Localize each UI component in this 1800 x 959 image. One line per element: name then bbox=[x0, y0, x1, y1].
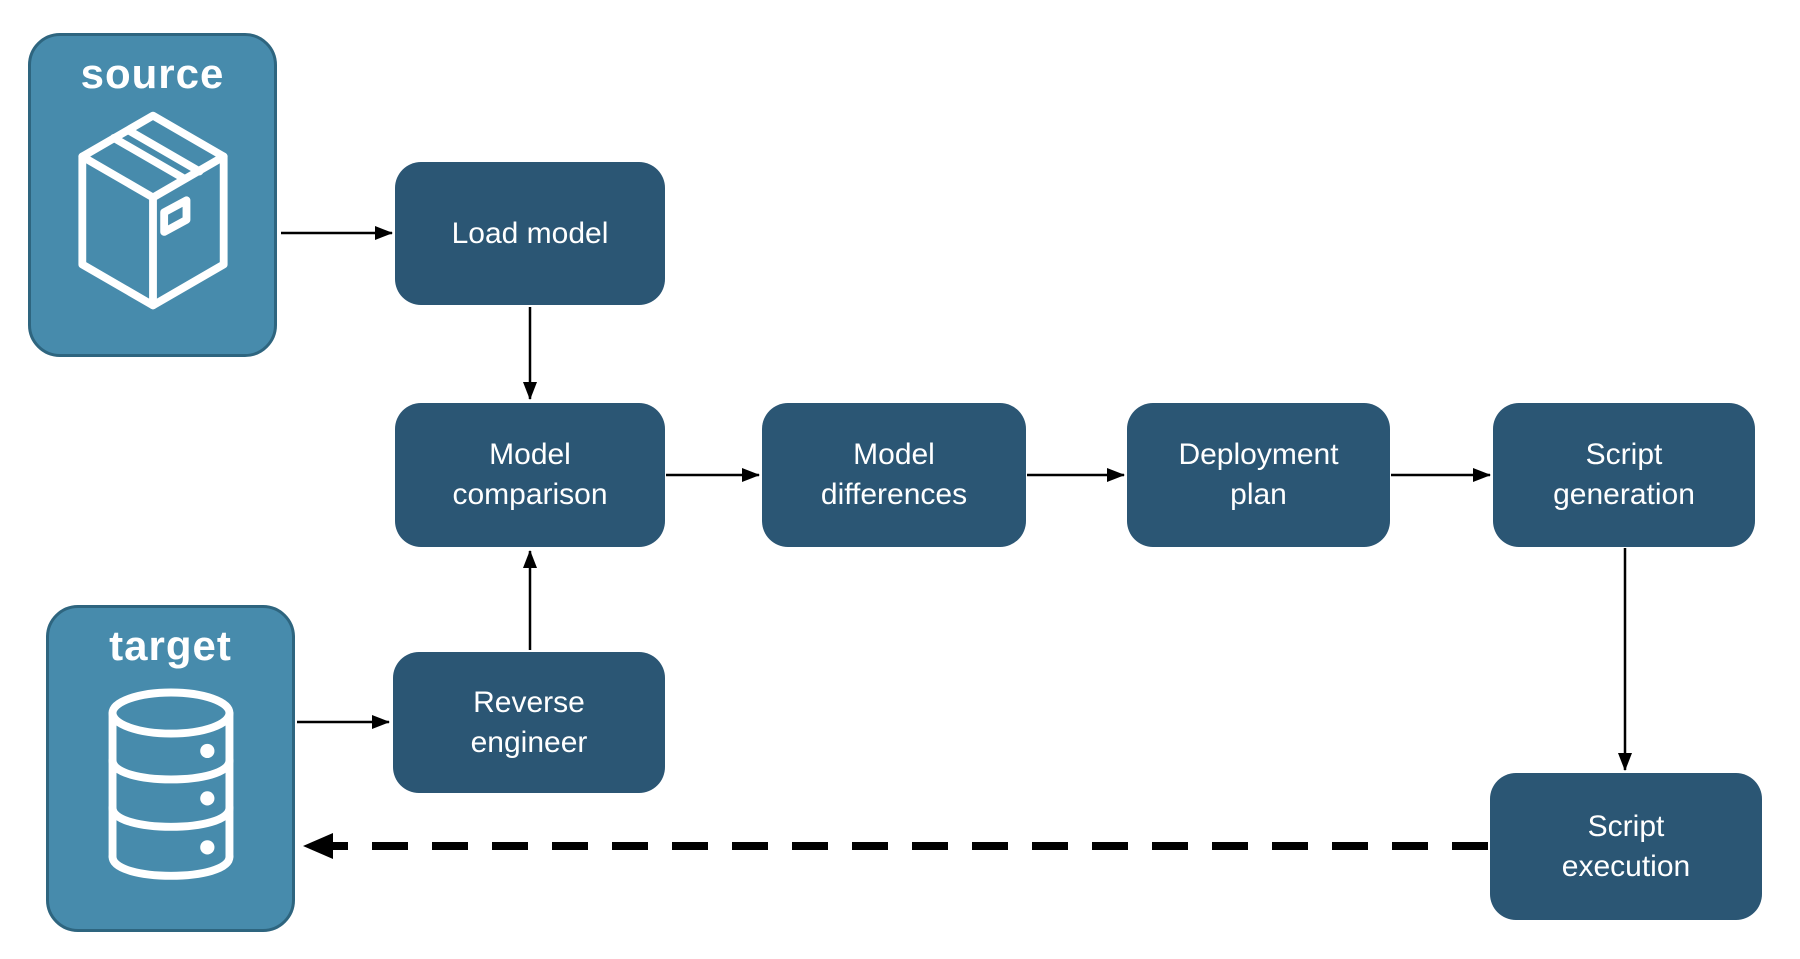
load-model-label: Load model bbox=[451, 216, 609, 250]
deployment-plan-box: Deployment plan bbox=[1127, 403, 1390, 547]
database-icon bbox=[108, 688, 233, 880]
model-comparison-box: Model comparison bbox=[395, 403, 665, 547]
load-model-box: Load model bbox=[395, 162, 665, 305]
target-label: target bbox=[109, 622, 232, 669]
script-generation-label: Script generation bbox=[1553, 438, 1695, 511]
reverse-engineer-label: Reverse engineer bbox=[470, 685, 588, 759]
deployment-plan-label: Deployment plan bbox=[1178, 438, 1339, 511]
reverse-engineer-box: Reverse engineer bbox=[393, 652, 665, 793]
model-differences-label: Model differences bbox=[820, 438, 968, 511]
source-node: source bbox=[28, 33, 277, 357]
script-generation-box: Script generation bbox=[1493, 403, 1755, 547]
target-node: target bbox=[46, 605, 295, 932]
package-icon bbox=[77, 111, 228, 310]
model-differences-box: Model differences bbox=[762, 403, 1026, 547]
script-execution-box: Script execution bbox=[1490, 773, 1762, 920]
script-execution-label: Script execution bbox=[1561, 809, 1691, 883]
source-label: source bbox=[80, 50, 225, 97]
model-comparison-label: Model comparison bbox=[452, 438, 608, 511]
